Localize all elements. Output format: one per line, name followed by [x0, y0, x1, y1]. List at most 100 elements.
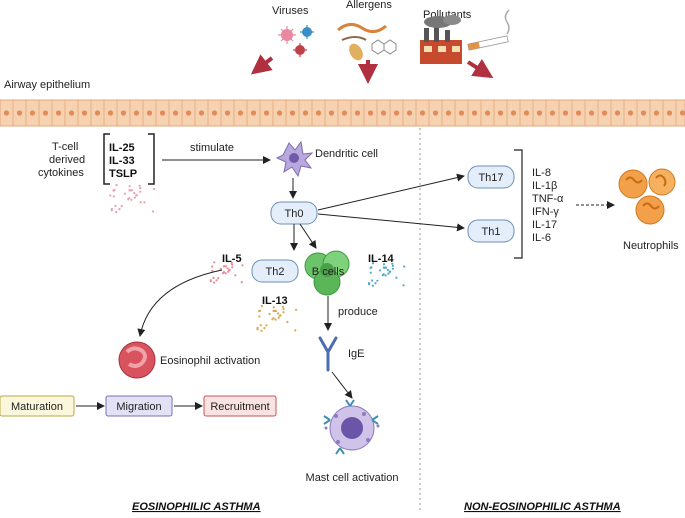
dendritic-cell-label: Dendritic cell — [315, 148, 378, 160]
il5-dot — [211, 269, 214, 272]
cytokine-il1b: IL-1β — [532, 180, 557, 192]
epithelium-nucleus — [250, 110, 257, 116]
epithelium-nucleus — [263, 110, 270, 116]
il5-dot — [212, 276, 215, 279]
il14-dot — [402, 284, 405, 287]
epithelium-nucleus — [419, 110, 426, 116]
epithelium-nucleus — [406, 110, 413, 116]
epithelium-nucleus — [341, 110, 348, 116]
cytokine-dot — [139, 201, 142, 204]
cytokine-bracket — [514, 149, 523, 259]
arrow-th0-th17 — [317, 173, 465, 211]
th2-label: Th2 — [266, 266, 285, 278]
viruses-label: Viruses — [272, 5, 309, 17]
cytokine-dot — [133, 192, 136, 195]
non-eosinophilic-title: NON-EOSINOPHILIC ASTHMA — [464, 501, 621, 513]
il5-dot — [223, 265, 226, 268]
produce-label: produce — [338, 306, 378, 318]
il5-dot — [213, 281, 216, 284]
il14-label: IL-14 — [368, 253, 395, 265]
epithelium-nucleus — [289, 110, 296, 116]
il13-dot — [259, 324, 262, 327]
il5-dot — [231, 266, 234, 269]
epithelium-nucleus — [627, 110, 634, 116]
il13-dot — [256, 328, 259, 331]
bracket-right — [148, 133, 155, 185]
il13-dot — [281, 305, 284, 308]
il5-dot — [230, 261, 233, 264]
il13-dot — [272, 306, 275, 309]
il13-dot — [277, 312, 280, 315]
airway-epithelium — [0, 99, 685, 127]
epithelium-nucleus — [393, 110, 400, 116]
cytokine-dot — [120, 205, 123, 208]
arrow-th0-th1 — [317, 213, 465, 232]
epithelium-nucleus — [562, 110, 569, 116]
b-cells-label: B cells — [312, 266, 345, 278]
epithelium-nucleus — [315, 110, 322, 116]
th2-pill — [251, 259, 299, 283]
th1-pill — [467, 219, 515, 243]
factory-icon — [420, 15, 462, 64]
cytokine-il33: IL-33 — [109, 155, 135, 167]
il14-dot — [369, 271, 372, 274]
cytokine-dot — [113, 188, 116, 192]
th0-label: Th0 — [285, 208, 304, 220]
epithelium-nucleus — [354, 110, 361, 116]
cytokine-il17: IL-17 — [532, 219, 557, 231]
cytokine-dot — [123, 192, 126, 195]
il14-particles — [368, 262, 406, 287]
pollutant-arrow — [466, 58, 494, 79]
il13-dot — [279, 314, 282, 317]
cytokine-dot — [127, 198, 130, 201]
il5-label: IL-5 — [222, 253, 242, 265]
migration-label: Migration — [116, 401, 161, 413]
il5-particles — [209, 261, 244, 284]
il13-dot — [273, 309, 276, 313]
cytokine-il25: IL-25 — [109, 142, 135, 154]
mast-cell-label: Mast cell activation — [306, 472, 399, 484]
il13-dot — [294, 329, 297, 332]
arrow-th0-bcells — [299, 223, 317, 249]
cytokine-dot — [115, 183, 118, 187]
cytokine-il6: IL-6 — [532, 232, 551, 244]
epithelium-nucleus — [367, 110, 374, 116]
epithelium-nucleus — [328, 110, 335, 116]
il14-dot — [370, 266, 373, 269]
cytokine-il8: IL-8 — [532, 167, 551, 179]
epithelium-nucleus — [497, 110, 504, 116]
epithelium-nucleus — [575, 110, 582, 116]
neutrophils-icon — [618, 168, 676, 225]
epithelium-nucleus — [471, 110, 478, 116]
virus-arrow — [250, 54, 274, 75]
il14-dot — [386, 268, 389, 271]
cytokine-dot — [130, 198, 133, 201]
il14-dot — [382, 263, 386, 266]
il13-dot — [271, 318, 274, 321]
il13-dot — [260, 305, 263, 308]
epithelium-nucleus — [198, 110, 205, 116]
il13-dot — [258, 309, 262, 312]
allergens-label: Allergens — [346, 0, 392, 11]
b-cells-icon — [304, 250, 350, 296]
epithelium-nucleus — [159, 110, 166, 116]
il5-dot — [215, 279, 218, 282]
il5-dot — [219, 267, 222, 270]
cytokine-dot — [118, 208, 121, 211]
il5-dot — [222, 272, 225, 275]
il5-dot — [211, 265, 214, 268]
il13-dot — [295, 308, 298, 311]
epithelium-nucleus — [302, 110, 309, 116]
recruitment-label: Recruitment — [210, 401, 269, 413]
epithelium-nucleus — [380, 110, 387, 116]
epithelium-nucleus — [224, 110, 231, 116]
il14-dot — [391, 264, 394, 267]
il14-dot — [391, 267, 394, 270]
epithelium-nucleus — [484, 110, 491, 116]
il13-particles — [256, 305, 298, 332]
il14-dot — [395, 276, 398, 279]
epithelium-nucleus — [640, 110, 647, 116]
cytokine-dot — [110, 209, 113, 212]
epithelium-nucleus — [68, 110, 75, 116]
